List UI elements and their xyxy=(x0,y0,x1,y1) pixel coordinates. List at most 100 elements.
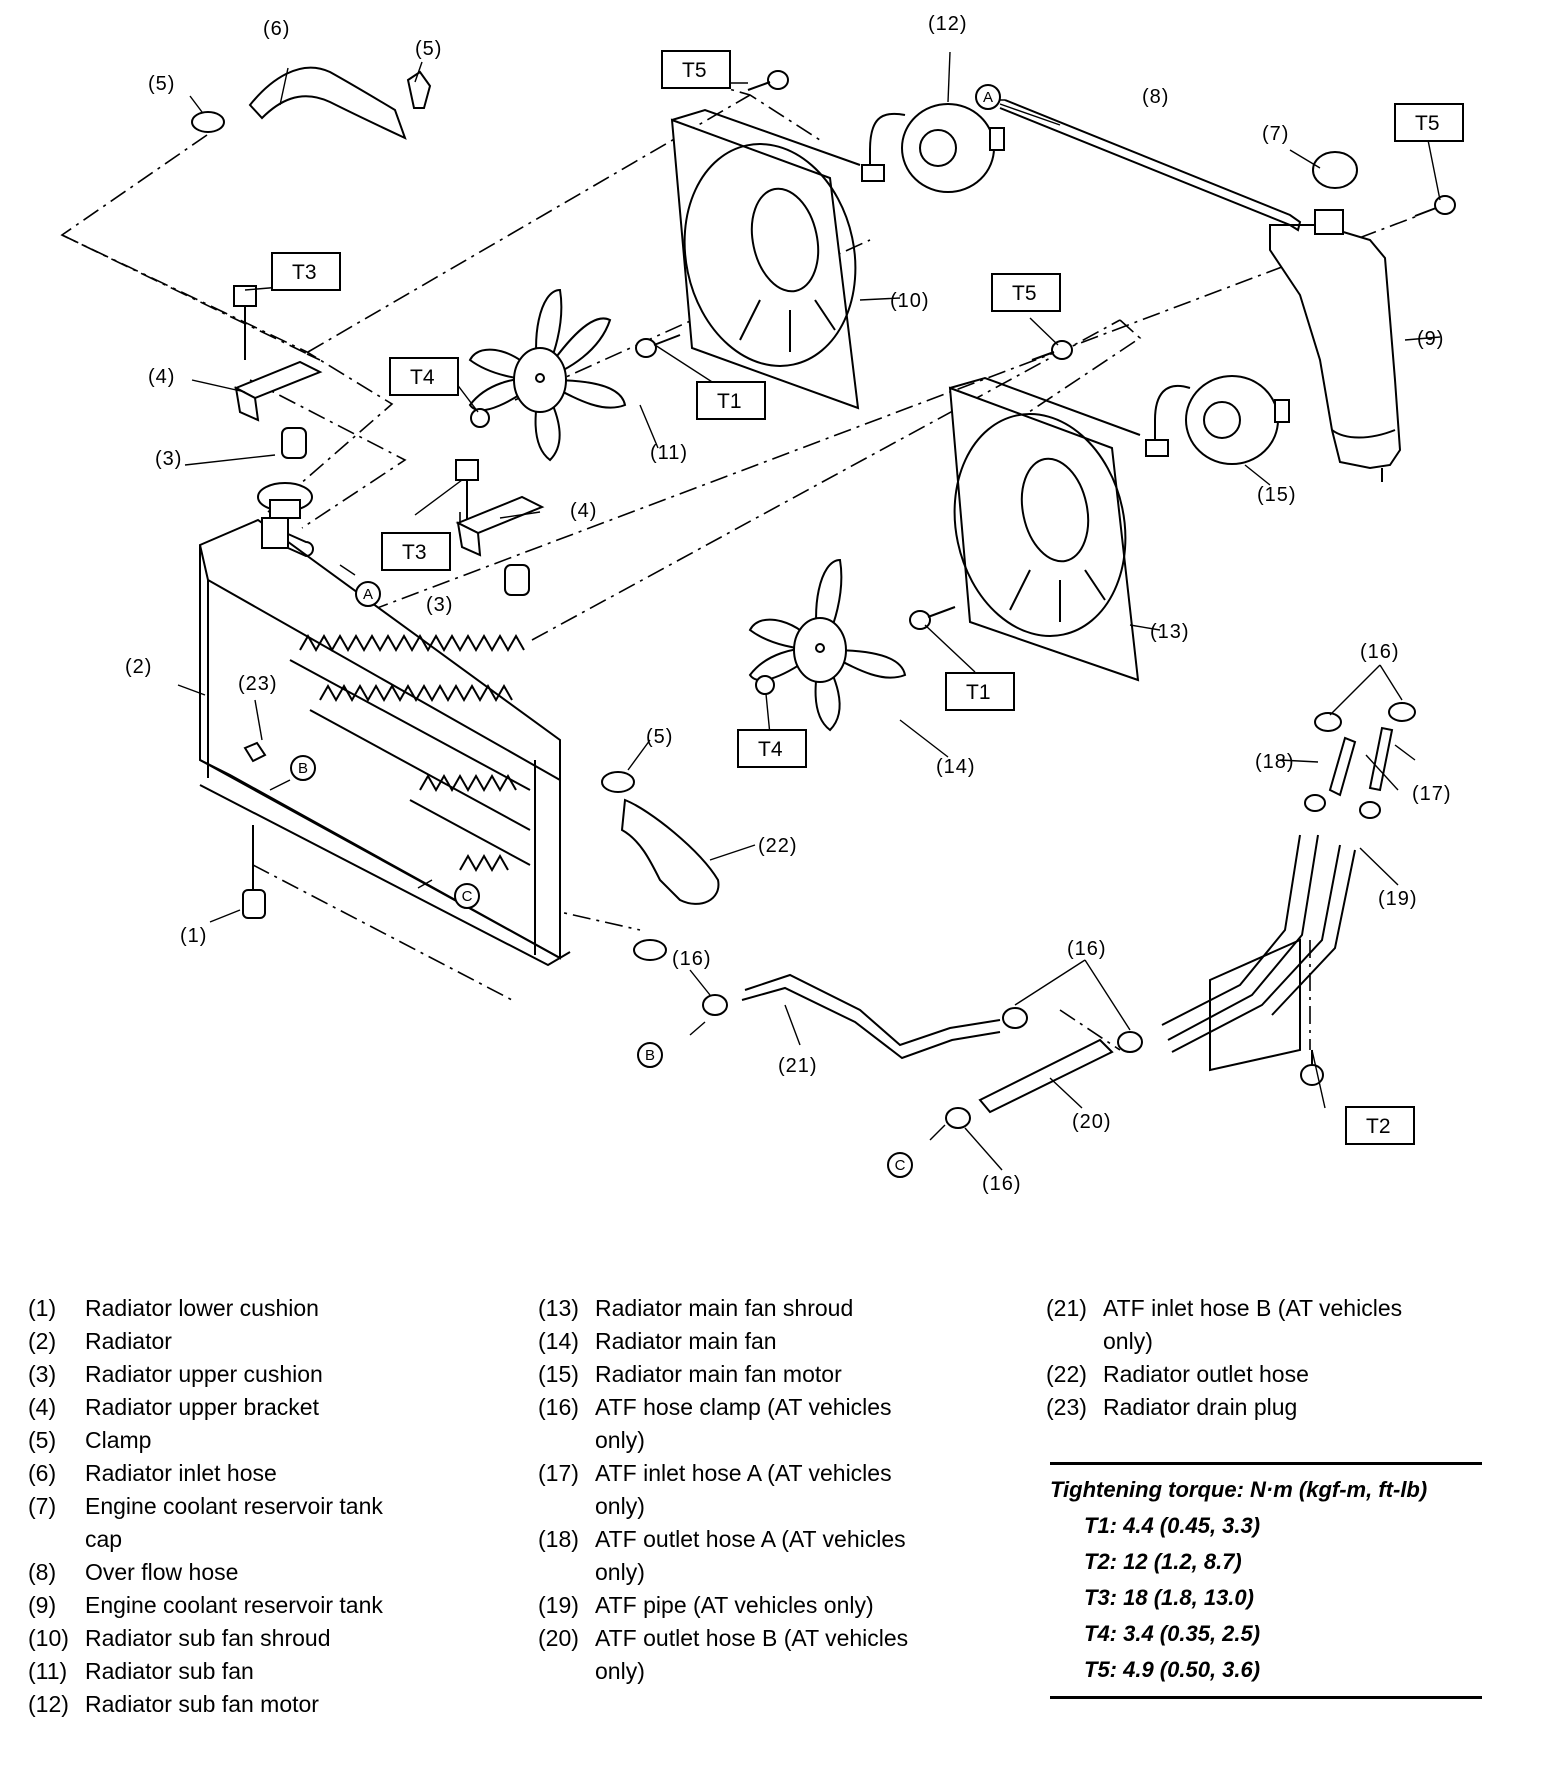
callout-3b: (3) xyxy=(426,594,453,616)
torque-tag-t5c: T5 xyxy=(1012,282,1037,305)
legend-num: (16) xyxy=(538,1394,579,1420)
legend-item: (10)Radiator sub fan shroud xyxy=(28,1622,498,1655)
legend-num: (18) xyxy=(538,1526,579,1552)
legend-item: (4)Radiator upper bracket xyxy=(28,1391,498,1424)
callout-6: (6) xyxy=(263,18,290,40)
legend-num: (4) xyxy=(28,1394,57,1420)
torque-tag-t1a: T1 xyxy=(717,390,742,413)
callout-1: (1) xyxy=(180,925,207,947)
callout-13: (13) xyxy=(1150,621,1190,643)
legend-num: (20) xyxy=(538,1625,579,1651)
connector-circles xyxy=(290,84,1001,1178)
legend-num: (13) xyxy=(538,1295,579,1321)
legend-num: (1) xyxy=(28,1295,57,1321)
legend-text: Over flow hose xyxy=(85,1559,239,1585)
legend-text: Engine coolant reservoir tank xyxy=(85,1592,383,1618)
legend-item: (1) Radiator lower cushion xyxy=(28,1292,498,1325)
legend-item: (18)ATF outlet hose A (AT vehicles only) xyxy=(538,1523,1008,1589)
callout-16a: (16) xyxy=(1360,641,1400,663)
callout-16d: (16) xyxy=(982,1173,1022,1195)
torque-title: Tightening torque: N·m (kgf-m, ft-lb) xyxy=(1050,1477,1428,1502)
callout-7: (7) xyxy=(1262,123,1289,145)
legend-item: (17) ATF inlet hose A (AT vehicles only) xyxy=(538,1457,1008,1523)
reservoir-tank xyxy=(999,99,1456,482)
connector-b-1: B xyxy=(298,760,308,777)
legend-text: Radiator xyxy=(85,1328,172,1354)
torque-tag-t5a: T5 xyxy=(682,59,707,82)
legend-num: (9) xyxy=(28,1592,57,1618)
upper-mounts xyxy=(233,285,545,596)
legend-item: (5) Clamp xyxy=(28,1424,498,1457)
legend-text: Radiator inlet hose xyxy=(85,1460,277,1486)
legend-text: Radiator outlet hose xyxy=(1103,1361,1309,1387)
legend-column-2: (13)Radiator main fan shroud (14) Radiato… xyxy=(538,1292,1008,1688)
legend-text: Clamp xyxy=(85,1427,152,1453)
callout-18: (18) xyxy=(1255,751,1295,773)
legend-text: Engine coolant reservoir tank cap xyxy=(85,1493,383,1552)
callout-14: (14) xyxy=(936,756,976,778)
torque-tag-t5b: T5 xyxy=(1415,112,1440,135)
callout-15: (15) xyxy=(1257,484,1297,506)
radiator xyxy=(199,482,571,967)
legend-item: (13)Radiator main fan shroud xyxy=(538,1292,1008,1325)
legend-num: (17) xyxy=(538,1460,579,1486)
torque-value-t1: T1: 4.4 (0.45, 3.3) xyxy=(1084,1513,1261,1538)
callout-5a: (5) xyxy=(148,73,175,95)
legend-item: (6) Radiator inlet hose xyxy=(28,1457,498,1490)
exploded-parts-diagram: (1) (2) (3) (3) (4) (4) (5) (5) (5) (6) … xyxy=(60,13,1464,1195)
callout-8: (8) xyxy=(1142,86,1169,108)
legend-item: (11)Radiator sub fan xyxy=(28,1655,498,1688)
torque-tag-t4a: T4 xyxy=(410,366,435,389)
legend-num: (23) xyxy=(1046,1394,1087,1420)
legend-text: ATF outlet hose B (AT vehicles only) xyxy=(595,1625,909,1684)
legend-num: (10) xyxy=(28,1625,69,1651)
legend-num: (8) xyxy=(28,1559,57,1585)
callout-5c: (5) xyxy=(646,726,673,748)
parts-legend: (1) Radiator lower cushion (2)Radiator (3… xyxy=(28,1292,1538,1732)
callout-2: (2) xyxy=(125,656,152,678)
callout-17: (17) xyxy=(1412,783,1452,805)
connector-c-2: C xyxy=(895,1157,906,1174)
legend-text: Radiator lower cushion xyxy=(85,1295,319,1321)
callout-21: (21) xyxy=(778,1055,818,1077)
legend-text: Radiator drain plug xyxy=(1103,1394,1298,1420)
callout-11: (11) xyxy=(650,442,688,464)
legend-num: (5) xyxy=(28,1427,57,1453)
legend-num: (19) xyxy=(538,1592,579,1618)
legend-num: (6) xyxy=(28,1460,57,1486)
legend-column-3: (21)ATF inlet hose B (AT vehicles only) … xyxy=(1046,1292,1516,1424)
legend-num: (21) xyxy=(1046,1295,1087,1321)
legend-item: (2)Radiator xyxy=(28,1325,498,1358)
legend-num: (15) xyxy=(538,1361,579,1387)
torque-value-t3: T3: 18 (1.8, 13.0) xyxy=(1084,1585,1254,1610)
connector-a-1: A xyxy=(983,89,993,106)
callout-5b: (5) xyxy=(415,38,442,60)
callout-labels: (1) (2) (3) (3) (4) (4) (5) (5) (5) (6) … xyxy=(125,13,1452,1195)
legend-item: (22)Radiator outlet hose xyxy=(1046,1358,1516,1391)
torque-tag-t3a: T3 xyxy=(292,261,317,284)
torque-value-t5: T5: 4.9 (0.50, 3.6) xyxy=(1084,1657,1261,1682)
legend-text: Radiator main fan xyxy=(595,1328,777,1354)
callout-22: (22) xyxy=(758,835,798,857)
callout-20: (20) xyxy=(1072,1111,1112,1133)
legend-text: Radiator upper cushion xyxy=(85,1361,323,1387)
atf-lines xyxy=(702,702,1416,1129)
legend-text: ATF hose clamp (AT vehicles only) xyxy=(595,1394,892,1453)
legend-num: (14) xyxy=(538,1328,579,1354)
legend-num: (3) xyxy=(28,1361,57,1387)
sub-fan-assembly xyxy=(468,70,1005,462)
callout-12: (12) xyxy=(928,13,968,35)
legend-item: (14) Radiator main fan xyxy=(538,1325,1008,1358)
legend-item: (3) Radiator upper cushion xyxy=(28,1358,498,1391)
legend-text: Radiator sub fan xyxy=(85,1658,254,1684)
torque-tag-t4b: T4 xyxy=(758,738,783,761)
legend-num: (7) xyxy=(28,1493,57,1519)
legend-text: ATF inlet hose B (AT vehicles only) xyxy=(1103,1295,1403,1354)
callout-4a: (4) xyxy=(148,366,175,388)
torque-value-t2: T2: 12 (1.2, 8.7) xyxy=(1084,1549,1242,1574)
tightening-torque-table: Tightening torque: N·m (kgf-m, ft-lb) T1… xyxy=(1050,1462,1482,1699)
torque-tag-t1b: T1 xyxy=(966,681,991,704)
legend-item: (8) Over flow hose xyxy=(28,1556,498,1589)
legend-item: (15)Radiator main fan motor xyxy=(538,1358,1008,1391)
legend-text: ATF inlet hose A (AT vehicles only) xyxy=(595,1460,892,1519)
